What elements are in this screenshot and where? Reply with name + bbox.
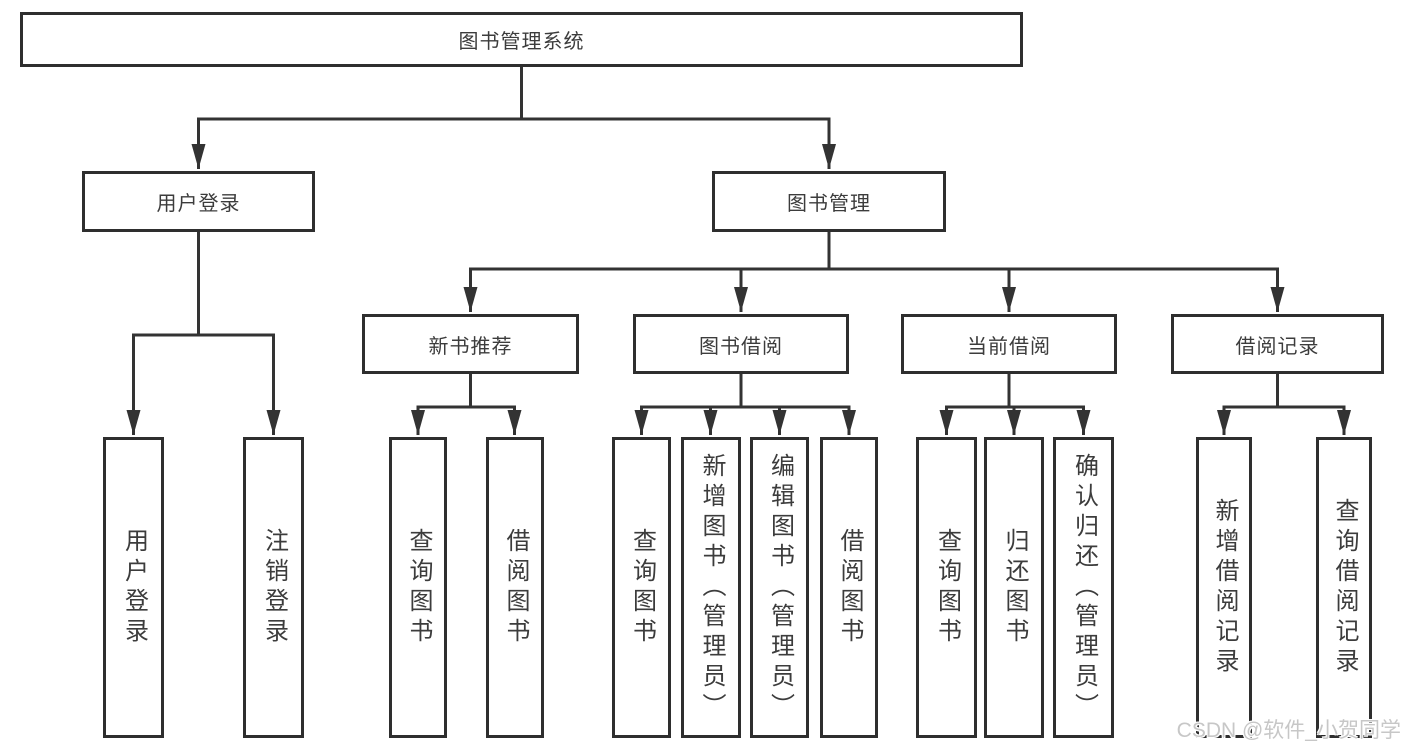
node-book-borrowing: 图书借阅 bbox=[633, 314, 849, 374]
leaf-add-books-admin: 新增图书（管理员） bbox=[681, 437, 741, 738]
node-current-borrowing: 当前借阅 bbox=[901, 314, 1117, 374]
leaf-confirm-return-admin: 确认归还（管理员） bbox=[1053, 437, 1114, 738]
node-user-login: 用户登录 bbox=[82, 171, 315, 232]
leaf-query-books-borrowing: 查询图书 bbox=[612, 437, 671, 738]
leaf-add-borrow-record: 新增借阅记录 bbox=[1196, 437, 1252, 738]
node-library-management-system: 图书管理系统 bbox=[20, 12, 1023, 67]
leaf-user-login: 用户登录 bbox=[103, 437, 164, 738]
node-borrowing-records: 借阅记录 bbox=[1171, 314, 1384, 374]
leaf-query-books-current: 查询图书 bbox=[916, 437, 977, 738]
leaf-borrow-books-recommend: 借阅图书 bbox=[486, 437, 544, 738]
leaf-edit-books-admin: 编辑图书（管理员） bbox=[750, 437, 809, 738]
leaf-query-books-recommend: 查询图书 bbox=[389, 437, 447, 738]
leaf-return-books: 归还图书 bbox=[984, 437, 1044, 738]
csdn-watermark: CSDN @软件_小贺同学 bbox=[1176, 719, 1401, 742]
leaf-logout: 注销登录 bbox=[243, 437, 304, 738]
node-book-management: 图书管理 bbox=[712, 171, 946, 232]
leaf-borrow-books: 借阅图书 bbox=[820, 437, 878, 738]
node-new-book-recommendation: 新书推荐 bbox=[362, 314, 579, 374]
leaf-query-borrow-record: 查询借阅记录 bbox=[1316, 437, 1372, 738]
